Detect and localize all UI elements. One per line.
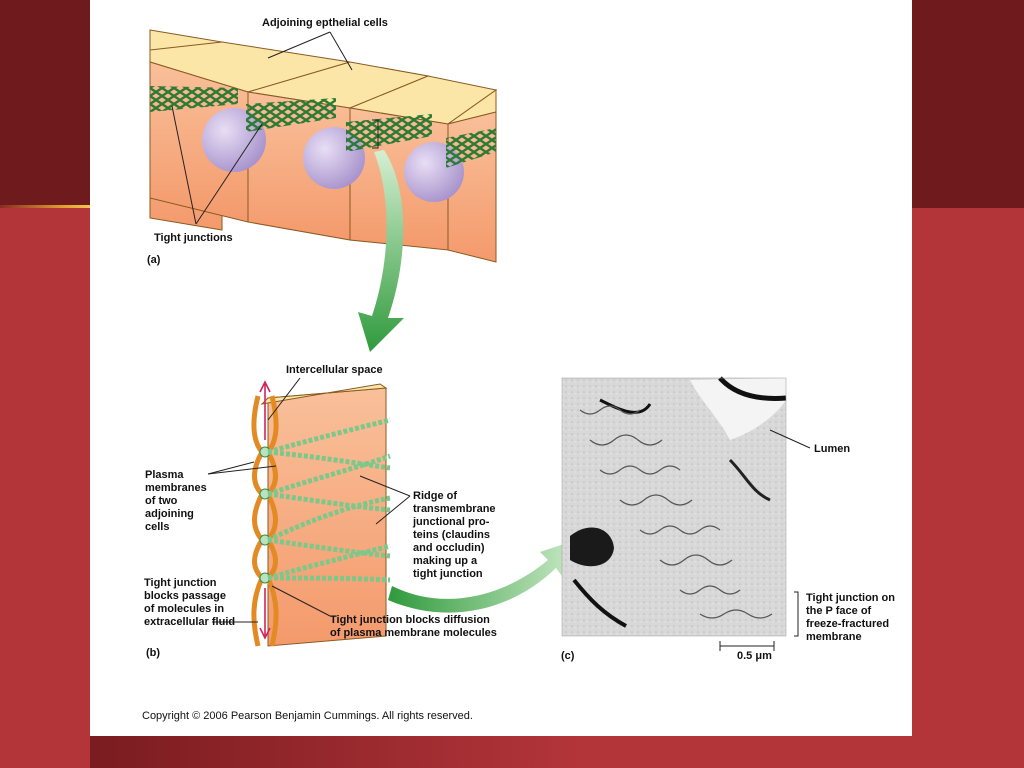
junction-bracket	[372, 119, 379, 149]
zoom-arrow-a-to-b	[358, 150, 404, 352]
label-intercellular-space: Intercellular space	[286, 364, 383, 376]
label-blocks-passage: Tight junction blocks passage of molecul…	[144, 577, 236, 628]
background-band-left	[0, 208, 90, 768]
zoom-arrow-b-to-c	[388, 540, 576, 613]
micrograph-shadow-3	[599, 398, 652, 414]
label-blocks-diffusion: Tight junction blocks diffusion of plasm…	[330, 614, 497, 639]
panel-a-cells	[149, 29, 498, 263]
background-band-bottom	[90, 736, 912, 768]
junctional-protein-strands	[259, 446, 271, 584]
panel-c-letter: (c)	[561, 650, 575, 662]
panel-c-leaders	[719, 429, 811, 651]
micrograph-ridge-2	[718, 376, 787, 401]
label-p-face: Tight junction on the P face of freeze-f…	[806, 592, 895, 643]
freeze-fracture-micrograph	[561, 376, 787, 637]
cell-slab-top	[260, 383, 388, 405]
label-ridge-proteins: Ridge of transmembrane junctional pro- t…	[413, 490, 496, 580]
gold-accent-line	[0, 205, 90, 208]
strand-lines	[266, 417, 391, 583]
panel-b-detail	[251, 380, 391, 647]
label-lumen: Lumen	[814, 443, 851, 455]
scale-bar	[719, 641, 775, 651]
junction-mesh-2	[246, 98, 336, 132]
extracellular-flow-arrow-top	[259, 380, 271, 440]
plasma-membrane-left	[251, 395, 266, 647]
junction-mesh-1	[150, 86, 238, 112]
background-band-right	[912, 208, 1024, 768]
micrograph-shadow-2	[572, 578, 627, 628]
micrograph-ridge-3	[728, 458, 771, 502]
junction-mesh-4	[446, 128, 496, 168]
panel-b-leaders	[207, 377, 411, 623]
micrograph-junction-network	[579, 405, 773, 619]
panel-a-letter: (a)	[147, 254, 161, 266]
label-plasma-membranes: Plasma membranes of two adjoining cells	[145, 469, 207, 533]
micrograph-ridge-1	[690, 378, 786, 440]
micrograph-shadow-1	[570, 527, 614, 567]
label-tight-junctions: Tight junctions	[154, 232, 233, 244]
scale-bar-label: 0.5 μm	[737, 650, 772, 662]
junction-mesh-3	[346, 114, 432, 152]
extracellular-flow-arrow-bottom	[259, 588, 271, 640]
panel-a-leaders	[171, 31, 353, 225]
copyright-notice: Copyright © 2006 Pearson Benjamin Cummin…	[142, 710, 473, 722]
label-adjoining-cells: Adjoining epthelial cells	[262, 17, 388, 29]
panel-b-letter: (b)	[146, 647, 161, 659]
